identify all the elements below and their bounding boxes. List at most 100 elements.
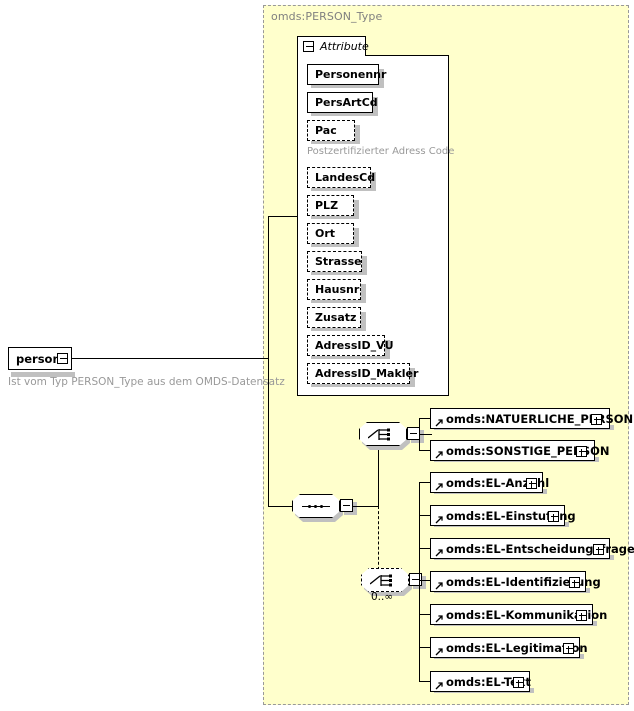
- plus-box-icon[interactable]: [569, 577, 580, 588]
- minus-box-icon-attribute[interactable]: [303, 41, 314, 52]
- element-node-el-kommunikation[interactable]: omds:EL-Kommunikation: [430, 604, 607, 625]
- plus-box-icon[interactable]: [576, 446, 587, 457]
- attribute-node-plz[interactable]: PLZ: [307, 195, 354, 216]
- element-label: omds:EL-Entscheidungsfrage: [446, 542, 634, 556]
- plus-box-icon[interactable]: [591, 414, 602, 425]
- connector-to-element: [419, 482, 430, 483]
- connector-sequence-out: [353, 506, 378, 507]
- connector-root-trunk: [72, 358, 268, 359]
- attr-shadow: [354, 228, 359, 247]
- element-node-el-anzahl[interactable]: omds:EL-Anzahl: [430, 472, 549, 493]
- element-label: omds:NATUERLICHE_PERSON: [446, 412, 634, 426]
- attr-shadow: [311, 242, 358, 247]
- attr-shadow: [311, 382, 414, 387]
- element-node-person[interactable]: person: [8, 347, 72, 370]
- choice-icon: [368, 428, 390, 441]
- attribute-node-personennr[interactable]: Personennr: [307, 64, 386, 85]
- person-box-shadow: [11, 372, 75, 377]
- element-label: omds:EL-Anzahl: [446, 476, 550, 490]
- attribute-label: LandesCd: [315, 171, 376, 184]
- attribute-label: PLZ: [315, 199, 339, 212]
- attribute-node-adressid-vu[interactable]: AdressID_VU: [307, 335, 394, 356]
- attr-shadow: [311, 270, 366, 275]
- attribute-node-hausnr[interactable]: Hausnr: [307, 279, 361, 300]
- connector-to-element: [419, 515, 430, 516]
- connector-to-element: [419, 614, 430, 615]
- plus-box-icon[interactable]: [563, 643, 574, 654]
- element-node-sonstige-person[interactable]: omds:SONSTIGE_PERSON: [430, 440, 610, 461]
- attribute-node-adressid-makler[interactable]: AdressID_Makler: [307, 363, 418, 384]
- compositor-choice-person[interactable]: [359, 422, 410, 450]
- attr-shadow: [361, 312, 366, 331]
- connector-to-sequence: [268, 506, 292, 507]
- plus-box-icon[interactable]: [526, 478, 537, 489]
- attribute-label: Strasse: [315, 255, 362, 268]
- attr-shadow: [311, 186, 375, 191]
- minus-box-icon-choice-el[interactable]: [409, 573, 422, 586]
- connector-to-element: [419, 580, 430, 581]
- element-label: omds:EL-Legitimation: [446, 641, 588, 655]
- attribute-node-strasse[interactable]: Strasse: [307, 251, 362, 272]
- attr-shadow: [311, 83, 383, 88]
- attribute-node-pac[interactable]: Pac: [307, 120, 355, 141]
- compositor-choice-el[interactable]: [361, 568, 412, 596]
- attribute-tab[interactable]: Attribute: [297, 36, 369, 56]
- connector-to-element: [419, 647, 430, 648]
- compositor-sequence[interactable]: [292, 494, 343, 522]
- sequence-icon-dot: [308, 505, 311, 508]
- plus-box-icon[interactable]: [548, 511, 559, 522]
- attribute-annotation-pac: Postzertifizierter Adress Code: [307, 146, 455, 157]
- plus-box-icon[interactable]: [576, 610, 587, 621]
- element-node-el-entscheidungsfrage[interactable]: omds:EL-Entscheidungsfrage: [430, 538, 634, 559]
- minus-glyph: [410, 432, 417, 434]
- attr-shadow: [311, 214, 358, 219]
- type-container-title: omds:PERSON_Type: [271, 10, 383, 23]
- attr-shadow: [311, 139, 359, 144]
- connector-sequence-down-optional: [378, 506, 379, 580]
- sequence-icon-dot: [314, 505, 317, 508]
- attr-shadow: [371, 172, 376, 191]
- attr-shadow: [311, 111, 377, 116]
- element-ref-arrow-icon: [435, 516, 443, 524]
- plus-box-icon[interactable]: [513, 677, 524, 688]
- compositor-body: [361, 568, 409, 592]
- element-node-el-einstufung[interactable]: omds:EL-Einstufung: [430, 505, 576, 526]
- element-label: omds:EL-Text: [446, 675, 531, 689]
- element-node-el-identifizierung[interactable]: omds:EL-Identifizierung: [430, 571, 601, 592]
- element-node-el-text[interactable]: omds:EL-Text: [430, 671, 531, 692]
- element-label: omds:SONSTIGE_PERSON: [446, 444, 610, 458]
- person-annotation: Ist vom Typ PERSON_Type aus dem OMDS-Dat…: [8, 376, 285, 388]
- attr-shadow: [362, 256, 367, 275]
- attr-shadow: [379, 69, 384, 88]
- connector-to-element: [419, 418, 430, 419]
- attribute-label: Hausnr: [315, 283, 360, 296]
- attr-shadow: [361, 284, 366, 303]
- attribute-label: Personennr: [315, 68, 387, 81]
- element-node-natuerliche-person[interactable]: omds:NATUERLICHE_PERSON: [430, 408, 633, 429]
- attribute-node-zusatz[interactable]: Zusatz: [307, 307, 361, 328]
- attr-shadow: [311, 354, 389, 359]
- attr-shadow: [373, 97, 378, 116]
- attribute-node-ort[interactable]: Ort: [307, 223, 354, 244]
- attribute-label: AdressID_Makler: [315, 367, 419, 380]
- plus-box-icon[interactable]: [593, 544, 604, 555]
- element-node-person-label: person: [16, 352, 61, 366]
- attribute-label: Pac: [315, 124, 337, 137]
- element-ref-arrow-icon: [435, 549, 443, 557]
- minus-box-icon-sequence[interactable]: [340, 499, 353, 512]
- attribute-node-persartcd[interactable]: PersArtCd: [307, 92, 378, 113]
- sequence-icon-dot: [320, 505, 323, 508]
- attr-shadow: [385, 340, 390, 359]
- minus-box-icon-person[interactable]: [57, 353, 68, 364]
- element-node-el-legitimation[interactable]: omds:EL-Legitimation: [430, 637, 588, 658]
- element-label: omds:EL-Kommunikation: [446, 608, 608, 622]
- attribute-label: PersArtCd: [315, 96, 378, 109]
- attribute-node-landescd[interactable]: LandesCd: [307, 167, 375, 188]
- attr-shadow: [311, 326, 365, 331]
- element-label: omds:EL-Identifizierung: [446, 575, 601, 589]
- attribute-label: Ort: [315, 227, 336, 240]
- attr-shadow: [354, 200, 359, 219]
- choice-icon: [370, 574, 392, 587]
- minus-glyph: [343, 504, 350, 506]
